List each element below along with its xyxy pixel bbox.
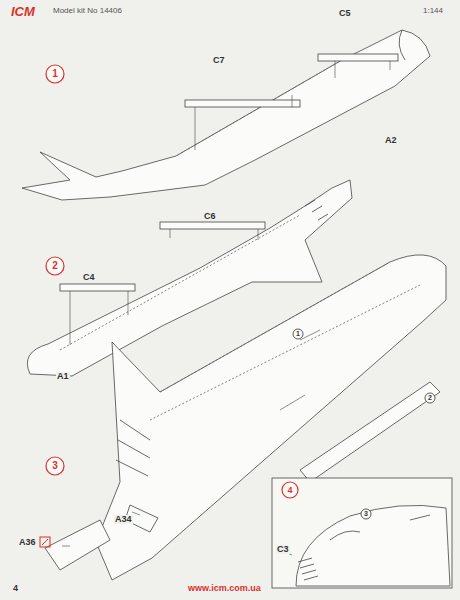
step-label: 1 [52,69,58,79]
part-number: C4 [82,273,96,282]
part-number: C6 [203,212,217,221]
part-number: A2 [384,136,398,145]
step-label: 2 [52,261,58,271]
part-number: A1 [56,372,70,381]
brand-logo: ICM [10,5,36,18]
part-number: A36 [18,538,37,547]
reference-circle: 3 [360,508,372,520]
step-label: 1 [296,330,300,337]
page-number: 4 [12,584,19,593]
step-label: 3 [52,461,58,471]
part-number: C7 [212,56,226,65]
step-label: 2 [428,394,432,401]
step-number: 4 [281,481,299,499]
kit-number: Model kit No 14406 [52,7,123,15]
reference-circle: 1 [292,328,304,340]
part-number: C3 [276,545,290,554]
step-label: 4 [287,486,292,495]
step-number: 1 [45,64,65,84]
step-number: 3 [45,456,65,476]
part-number: C5 [338,9,352,18]
reference-circle: 2 [424,392,436,404]
scale: 1:144 [422,7,444,15]
step-number: 2 [45,256,65,276]
website: www.icm.com.ua [187,584,262,593]
step-label: 3 [364,510,368,517]
part-number: A34 [114,515,133,524]
